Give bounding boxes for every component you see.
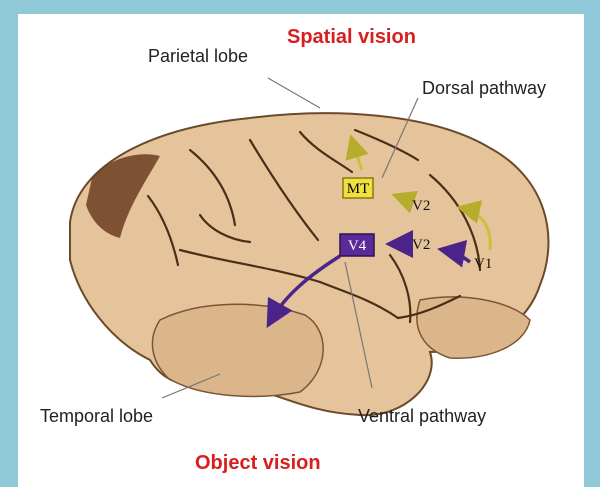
dorsal-pathway-label: Dorsal pathway bbox=[422, 78, 546, 99]
temporal-lobe-label: Temporal lobe bbox=[40, 406, 153, 427]
v2-dorsal-label: V2 bbox=[412, 198, 430, 214]
parietal-lobe-label: Parietal lobe bbox=[148, 46, 248, 67]
ventral-pathway-label: Ventral pathway bbox=[358, 406, 486, 427]
temporal-lobe-shape bbox=[152, 304, 323, 396]
mt-area-label: MT bbox=[347, 181, 370, 197]
v2-ventral-label: V2 bbox=[412, 237, 430, 253]
spatial-vision-heading: Spatial vision bbox=[287, 26, 416, 49]
v4-area-label: V4 bbox=[348, 238, 367, 254]
object-vision-heading: Object vision bbox=[195, 452, 321, 475]
v1-label: V1 bbox=[474, 256, 492, 272]
